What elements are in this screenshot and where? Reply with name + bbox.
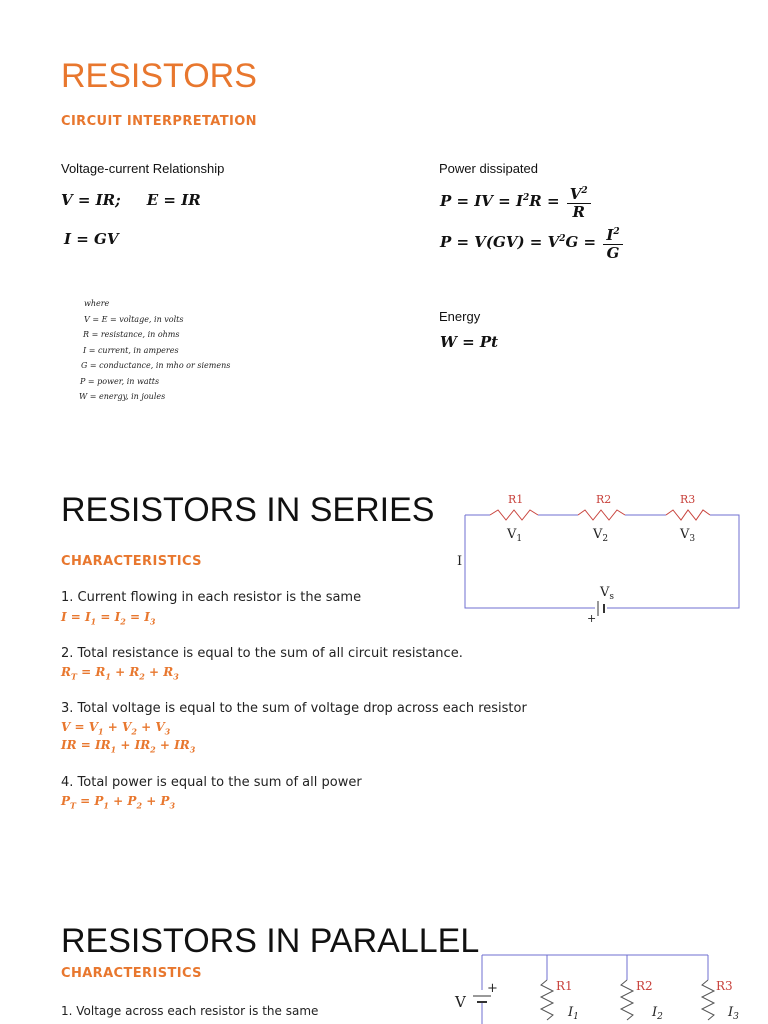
series-circuit-diagram: R1 R2 R3 V1 V2 V3 I Vs + — [457, 493, 740, 625]
series-equation-resistance: RT = R1 + R2 + R3 — [61, 665, 179, 682]
parallel-circuit-wires — [481, 954, 709, 1024]
parallel-r1-label: R1 — [556, 979, 573, 993]
variable-legend: where V = E = voltage, in volts R = resi… — [79, 296, 230, 405]
resistor-r3 — [700, 979, 716, 1021]
parallel-item-1: 1. Voltage across each resistor is the s… — [61, 1004, 319, 1018]
v2-label: V2 — [592, 527, 608, 544]
i3-label: I3 — [727, 1005, 739, 1022]
series-characteristics-heading: CHARACTERISTICS — [61, 554, 202, 569]
legend-line: R = resistance, in ohms — [83, 330, 180, 339]
page-title: RESISTORS — [61, 57, 257, 95]
series-item-3: 3. Total voltage is equal to the sum of … — [61, 701, 527, 716]
series-circuit-wires — [464, 514, 740, 609]
series-equation-current: I = I1 = I2 = I3 — [61, 610, 156, 627]
v1-label: V1 — [506, 527, 522, 544]
r1-label: R1 — [508, 493, 523, 506]
resistor-r2 — [577, 509, 626, 521]
resistor-r1 — [489, 509, 539, 521]
legend-line: where — [84, 299, 110, 308]
battery-icon — [597, 601, 605, 616]
v3-label: V3 — [679, 527, 695, 544]
parallel-resistors — [539, 979, 716, 1021]
energy-equation: W = Pt — [440, 333, 499, 351]
ohms-law-equation: V = IR; E = IR — [61, 191, 201, 209]
series-item-4: 4. Total power is equal to the sum of al… — [61, 775, 362, 790]
series-equation-voltage: V = V1 + V2 + V3 — [61, 720, 171, 737]
resistor-r3 — [665, 509, 711, 521]
legend-line: I = current, in amperes — [83, 345, 179, 355]
series-equation-power: PT = P1 + P2 + P3 — [61, 794, 176, 811]
i1-label: I1 — [567, 1005, 579, 1022]
resistor-r2 — [619, 979, 635, 1021]
plus-sign: + — [587, 612, 596, 625]
resistor-r1 — [539, 979, 555, 1021]
parallel-circuit-diagram: R1 R2 R3 I1 I2 I3 V + — [454, 954, 739, 1024]
series-equation-ir: IR = IR1 + IR2 + IR3 — [61, 738, 196, 755]
series-item-1: 1. Current flowing in each resistor is t… — [61, 590, 362, 605]
r2-label: R2 — [596, 493, 611, 506]
energy-label: Energy — [439, 309, 481, 324]
series-title: RESISTORS IN SERIES — [61, 491, 435, 529]
legend-line: V = E = voltage, in volts — [84, 314, 184, 324]
legend-line: P = power, in watts — [80, 376, 160, 386]
parallel-source-label: V — [454, 993, 467, 1011]
r3-label: R3 — [680, 493, 695, 506]
parallel-r3-label: R3 — [716, 979, 733, 993]
parallel-characteristics-heading: CHARACTERISTICS — [61, 966, 202, 981]
voltage-current-label: Voltage-current Relationship — [61, 161, 225, 176]
parallel-r2-label: R2 — [636, 979, 653, 993]
circuit-interpretation-heading: CIRCUIT INTERPRETATION — [61, 114, 257, 129]
i2-label: I2 — [651, 1005, 663, 1022]
legend-line: W = energy, in joules — [79, 392, 166, 401]
parallel-battery-icon — [473, 995, 491, 1003]
series-resistors — [489, 509, 711, 521]
series-item-2: 2. Total resistance is equal to the sum … — [61, 646, 463, 661]
power-dissipated-label: Power dissipated — [439, 161, 538, 176]
parallel-plus-sign: + — [487, 981, 498, 996]
current-label: I — [457, 554, 462, 569]
parallel-title: RESISTORS IN PARALLEL — [61, 922, 480, 960]
source-label: Vs — [599, 585, 614, 602]
conductance-equation: I = GV — [64, 230, 119, 248]
legend-line: G = conductance, in mho or siemens — [81, 361, 231, 370]
